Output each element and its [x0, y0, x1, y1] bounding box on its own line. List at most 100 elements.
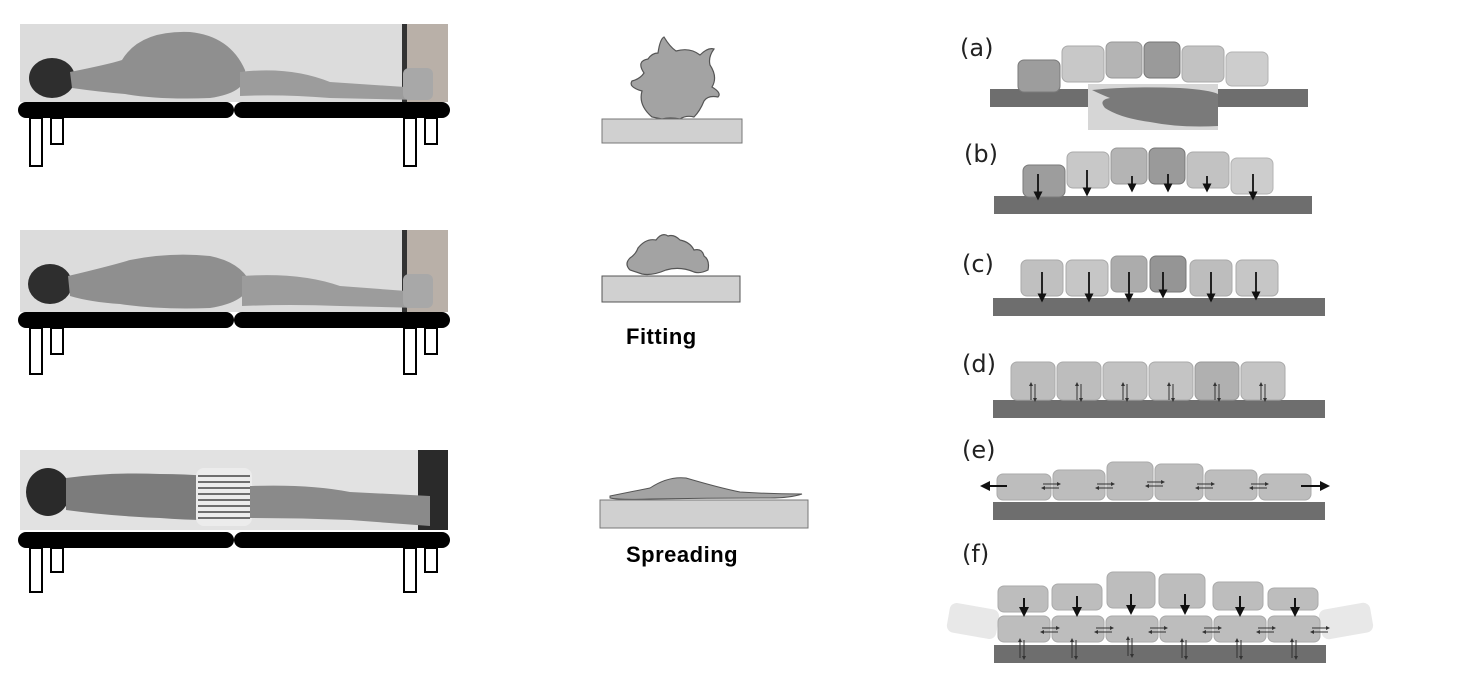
cell-rounded-panel [601, 36, 743, 144]
cell-fitting-panel [601, 234, 741, 303]
cell [1235, 259, 1279, 297]
table-leg [403, 117, 417, 167]
substrate [993, 502, 1325, 520]
table-leg [424, 117, 438, 145]
spreading-cell [609, 477, 803, 500]
faded-cell-right [1318, 602, 1374, 640]
head [29, 58, 75, 98]
cell [1240, 361, 1286, 401]
cell [1105, 41, 1143, 79]
fitting-cell [626, 234, 710, 276]
upper-cell-layer [997, 571, 1319, 613]
substrate [601, 275, 741, 303]
cell [1052, 469, 1106, 501]
cell [1148, 147, 1186, 185]
cell [1225, 51, 1269, 87]
downward-force-arrows [1019, 594, 1300, 617]
table-top-left [18, 312, 234, 328]
substrate [599, 499, 809, 529]
cell [1065, 259, 1109, 297]
cell [1010, 361, 1056, 401]
posture-panel-3 [18, 450, 450, 593]
cell [1267, 587, 1319, 611]
substrate [993, 400, 1325, 418]
panel-letter-f: (f) [962, 540, 990, 568]
downward-force-arrows [1033, 170, 1258, 201]
legs [250, 485, 430, 526]
legs [242, 275, 420, 308]
cell [1230, 157, 1274, 195]
panel-b [994, 147, 1312, 214]
head [28, 264, 72, 304]
cell [1194, 361, 1240, 401]
panel-e [980, 461, 1330, 520]
table-leg [50, 117, 64, 145]
table-leg [29, 117, 43, 167]
substrate [601, 118, 743, 144]
head [26, 468, 70, 516]
cell [997, 615, 1051, 643]
cell [1066, 151, 1110, 189]
panel-d [993, 361, 1325, 418]
panel-a [990, 41, 1308, 130]
cell [1022, 164, 1066, 198]
bidirectional-vertical-arrows [1018, 636, 1298, 660]
bidirectional-vertical-arrows [1029, 382, 1267, 402]
panel-letter-c: (c) [962, 250, 994, 278]
panel-letter-e: (e) [962, 436, 996, 464]
cell [1159, 615, 1213, 643]
cell [1212, 581, 1264, 611]
panel-letter-b: (b) [964, 140, 998, 168]
table-top-right [234, 312, 450, 328]
table-top-right [234, 102, 450, 118]
cell [1106, 461, 1154, 501]
torso-curled [70, 31, 246, 99]
cell [1149, 255, 1187, 293]
panel-c [993, 255, 1325, 316]
cell [1061, 45, 1105, 83]
rounded-cell-with-protrusions [630, 36, 720, 120]
lower-cell-layer [997, 615, 1321, 643]
substrate [994, 645, 1326, 663]
table-leg [424, 547, 438, 573]
table-leg [403, 547, 417, 593]
posture-panel-2 [18, 230, 450, 375]
cell [1148, 361, 1194, 401]
cell [1158, 573, 1206, 609]
legs [240, 70, 420, 100]
table-leg [29, 327, 43, 375]
table-top-left [18, 532, 234, 548]
cell [1213, 615, 1267, 643]
torso [68, 254, 250, 309]
panel-letter-a: (a) [960, 34, 994, 62]
cell-row [1010, 361, 1286, 401]
cell [1017, 59, 1061, 93]
substrate [994, 196, 1312, 214]
substrate-left [990, 89, 1088, 107]
table-leg [50, 547, 64, 573]
cell [1110, 147, 1148, 185]
cell-spreading-panel [599, 477, 809, 529]
panel-letter-d: (d) [962, 350, 996, 378]
table-leg [29, 547, 43, 593]
cell [1056, 361, 1102, 401]
posture-panel-1 [18, 24, 450, 167]
table-leg [424, 327, 438, 355]
caption-spreading: Spreading [626, 542, 739, 567]
substrate [993, 298, 1325, 316]
table-top-left [18, 102, 234, 118]
substrate-right [1218, 89, 1308, 107]
cell [1267, 615, 1321, 643]
downward-force-arrows [1037, 272, 1261, 303]
lateral-exchange-arrows [1041, 480, 1269, 490]
lateral-exchange-arrows [1040, 626, 1330, 634]
hand-icon [1092, 87, 1218, 127]
panel-f [946, 571, 1374, 663]
table-leg [403, 327, 417, 375]
faded-cell-left [946, 602, 1000, 640]
cell [1181, 45, 1225, 83]
table-leg [50, 327, 64, 355]
cell [1051, 615, 1105, 643]
cell [1143, 41, 1181, 79]
cell [1102, 361, 1148, 401]
